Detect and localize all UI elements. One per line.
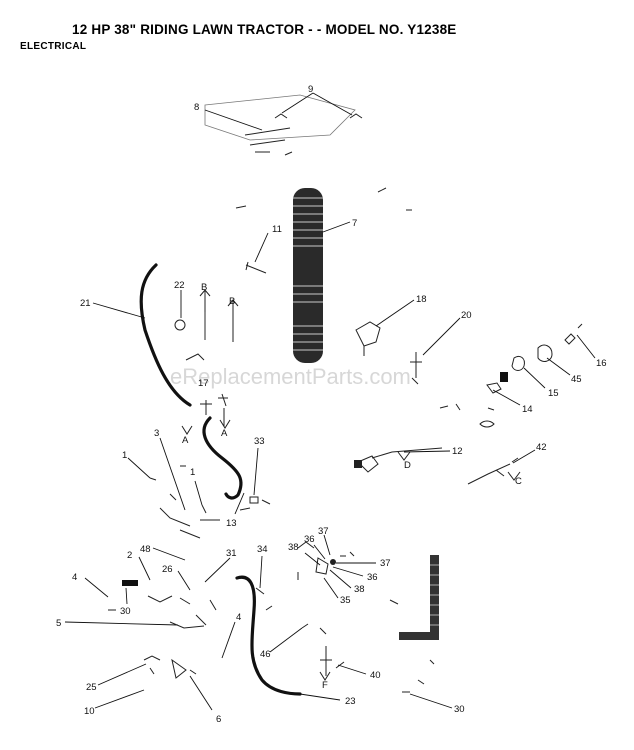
callout-26: 26 xyxy=(162,564,173,575)
leader-lines-top xyxy=(204,92,353,131)
callout-6: 6 xyxy=(216,714,221,725)
callout-21: 21 xyxy=(80,298,91,309)
callout-labels: 9 8 7 11 21 22 B B 17 A A 18 20 16 45 15… xyxy=(56,84,607,725)
wire-harness-23 xyxy=(221,575,341,701)
key-switch-parts xyxy=(486,323,596,406)
callout-17: 17 xyxy=(198,378,209,389)
battery-tray-part xyxy=(204,94,363,156)
callout-b-1: B xyxy=(201,282,207,293)
callout-33: 33 xyxy=(254,436,265,447)
callout-35: 35 xyxy=(340,595,351,606)
callout-40: 40 xyxy=(370,670,381,681)
callout-23: 23 xyxy=(345,696,356,707)
callout-38-a: 38 xyxy=(288,542,299,553)
part-30-bottom xyxy=(402,679,453,709)
callout-a-1: A xyxy=(182,435,189,446)
page-title: 12 HP 38" RIDING LAWN TRACTOR - - MODEL … xyxy=(72,22,457,37)
callout-16: 16 xyxy=(596,358,607,369)
callout-34: 34 xyxy=(257,544,268,555)
callout-12: 12 xyxy=(452,446,463,457)
callout-37-b: 37 xyxy=(380,558,391,569)
solenoid-18-part xyxy=(355,299,415,356)
section-title: ELECTRICAL xyxy=(20,41,87,52)
watermark: eReplacementParts.com xyxy=(170,364,411,389)
callout-11: 11 xyxy=(272,224,282,235)
coil-spring-right xyxy=(389,555,439,665)
callout-c: C xyxy=(515,476,522,487)
callout-b-2: B xyxy=(229,296,235,307)
callout-45: 45 xyxy=(571,374,582,385)
callout-46: 46 xyxy=(260,649,271,660)
callout-48: 48 xyxy=(140,544,151,555)
callout-18: 18 xyxy=(416,294,427,305)
callout-37-a: 37 xyxy=(318,526,329,537)
callout-14: 14 xyxy=(522,404,533,415)
callout-10: 10 xyxy=(84,706,95,717)
callout-25: 25 xyxy=(86,682,97,693)
fuse-parts-1 xyxy=(127,457,207,514)
callout-42: 42 xyxy=(536,442,547,453)
wire-harness-21 xyxy=(92,263,192,407)
callout-13: 13 xyxy=(226,518,237,529)
callout-4-a: 4 xyxy=(72,572,77,583)
switch-11-part xyxy=(245,232,269,274)
callout-1-b: 1 xyxy=(190,467,195,478)
part-42 xyxy=(467,449,536,485)
callout-9: 9 xyxy=(308,84,313,95)
callout-36-a: 36 xyxy=(304,534,315,545)
callout-22: 22 xyxy=(174,280,185,291)
callout-2: 2 xyxy=(127,550,132,561)
callout-15: 15 xyxy=(548,388,559,399)
callout-d: D xyxy=(404,460,411,471)
part-20 xyxy=(410,317,461,385)
callout-7: 7 xyxy=(352,218,357,229)
fasteners-top xyxy=(235,187,412,211)
starter-coil-part xyxy=(293,188,351,363)
callout-1-a: 1 xyxy=(122,450,127,461)
part-40 xyxy=(319,646,367,681)
callout-38-b: 38 xyxy=(354,584,365,595)
callout-36-b: 36 xyxy=(367,572,378,583)
wire-harness-13 xyxy=(159,416,271,515)
callout-8: 8 xyxy=(194,102,199,113)
connector-group-left xyxy=(174,289,239,435)
misc-mid-right xyxy=(439,403,495,428)
callout-a-2: A xyxy=(221,428,228,439)
harness-12-part xyxy=(354,447,451,473)
callout-4-b: 4 xyxy=(236,612,241,623)
part-cluster-35-38 xyxy=(297,534,376,599)
callout-f: F xyxy=(322,680,328,691)
part-34-46 xyxy=(255,555,327,653)
callout-3: 3 xyxy=(154,428,159,439)
callout-30-b: 30 xyxy=(454,704,465,715)
wiring-bottom-left xyxy=(64,507,231,711)
callout-20: 20 xyxy=(461,310,472,321)
callout-30-a: 30 xyxy=(120,606,131,617)
callout-31: 31 xyxy=(226,548,237,559)
callout-5: 5 xyxy=(56,618,61,629)
